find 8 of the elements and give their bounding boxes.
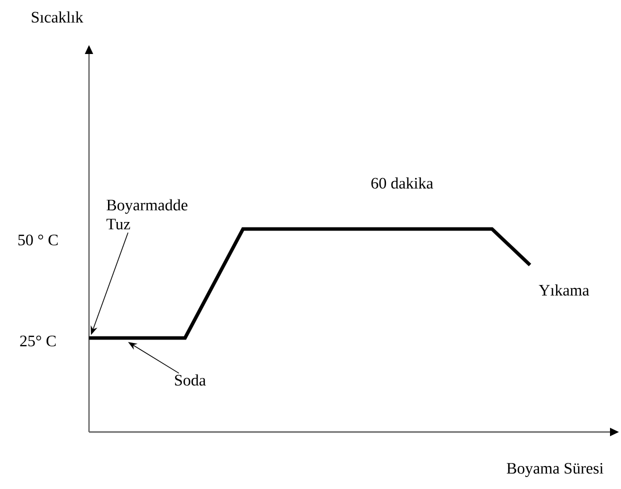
temperature-label: 50 ° C bbox=[18, 234, 58, 246]
temperature-label: 25° C bbox=[20, 336, 56, 346]
step-label: Yıkama bbox=[538, 284, 590, 296]
duration-label: 60 dakika bbox=[371, 177, 434, 189]
annotation-text: Soda bbox=[175, 374, 206, 386]
axis-title: Boyama Süresi bbox=[506, 462, 604, 477]
annotation-text: Boyarmadde Tuz bbox=[106, 199, 188, 230]
axis-title: Sıcaklık bbox=[32, 11, 84, 23]
